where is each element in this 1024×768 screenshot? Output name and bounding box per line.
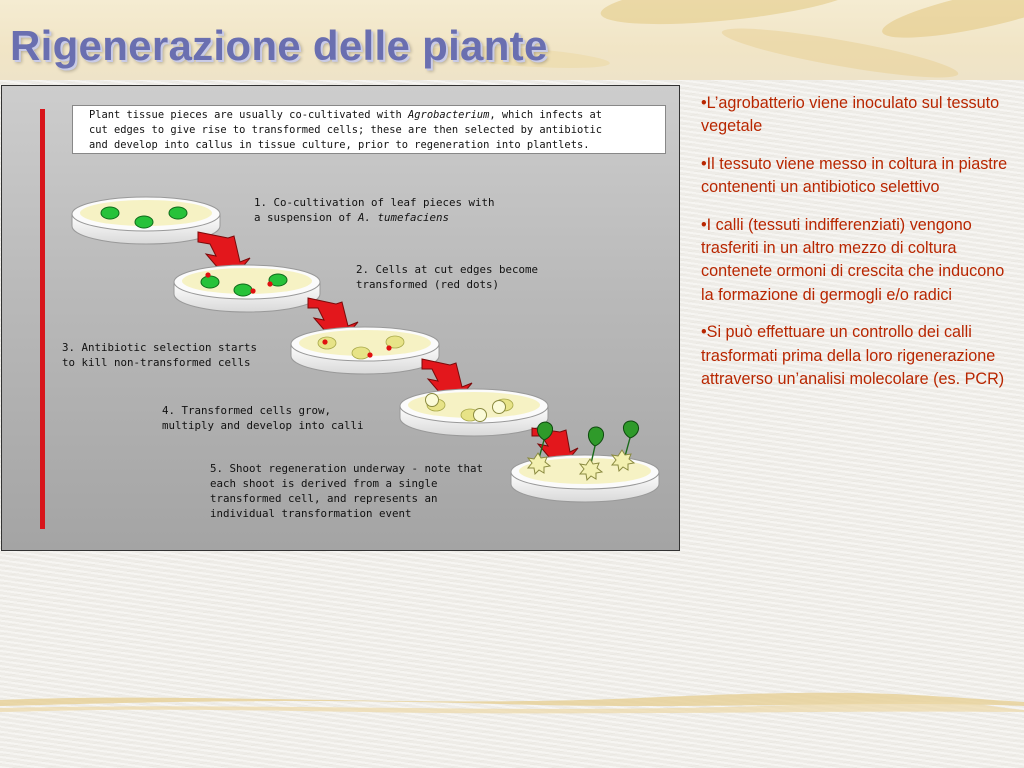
step-3-label: 3. Antibiotic selection starts to kill n… xyxy=(62,341,258,369)
bleached-leaf-piece xyxy=(351,346,371,360)
petri-dish-1 xyxy=(71,196,221,245)
transformed-cell-dot xyxy=(367,352,373,358)
callus xyxy=(473,408,487,422)
bullet-item: •I calli (tessuti indifferenziati) vengo… xyxy=(701,215,1005,304)
leaf-piece xyxy=(200,275,220,289)
step-1-label: 1. Co-cultivation of leaf pieces with a … xyxy=(254,196,495,224)
leaf-piece xyxy=(233,283,253,297)
bullet-item: •Il tessuto viene messo in coltura in pi… xyxy=(701,154,1008,197)
caption-line: cut edges to give rise to transformed ce… xyxy=(89,124,602,136)
spiky-callus xyxy=(578,458,604,482)
figure-caption: Plant tissue pieces are usually co-culti… xyxy=(72,105,666,154)
callus xyxy=(425,393,439,407)
step-2-label: 2. Cells at cut edges become transformed… xyxy=(356,263,539,291)
caption-line: and develop into callus in tissue cultur… xyxy=(89,139,590,151)
transformed-cell-dot xyxy=(250,288,256,294)
spiky-callus xyxy=(526,452,552,476)
transformed-cell-dot xyxy=(205,272,211,278)
left-red-bar xyxy=(40,109,45,529)
spiky-callus xyxy=(610,449,636,473)
footer-band xyxy=(0,690,1024,716)
bullet-item: •Si può effettuare un controllo dei call… xyxy=(701,323,1005,389)
bullet-list: •L’agrobatterio viene inoculato sul tess… xyxy=(701,92,1013,405)
bleached-leaf-piece xyxy=(385,335,405,349)
regenerating-shoot xyxy=(537,421,553,463)
petri-dish-3 xyxy=(290,326,440,375)
petri-dish-sequence xyxy=(71,196,660,503)
petri-dish-5 xyxy=(510,420,660,503)
step-4-label: 4. Transformed cells grow, multiply and … xyxy=(162,404,364,432)
petri-dish-4 xyxy=(399,388,549,437)
leaf-piece xyxy=(100,206,120,220)
petri-dish-2 xyxy=(173,264,321,313)
transformed-cell-dot xyxy=(386,345,392,351)
leaf-piece xyxy=(268,273,288,287)
header-band xyxy=(0,0,1024,80)
callus xyxy=(492,400,506,414)
transformed-cell-dot xyxy=(267,281,273,287)
transformation-diagram: Plant tissue pieces are usually co-culti… xyxy=(1,85,680,551)
slide-title: Rigenerazione delle piante xyxy=(10,22,548,69)
caption-line: Plant tissue pieces are usually co-culti… xyxy=(89,109,602,121)
leaf-piece xyxy=(168,206,188,220)
step-5-label: 5. Shoot regeneration underway - note th… xyxy=(210,462,484,520)
transformed-cell-dot xyxy=(322,339,328,345)
bullet-item: •L’agrobatterio viene inoculato sul tess… xyxy=(701,94,1000,136)
leaf-piece xyxy=(134,215,154,229)
